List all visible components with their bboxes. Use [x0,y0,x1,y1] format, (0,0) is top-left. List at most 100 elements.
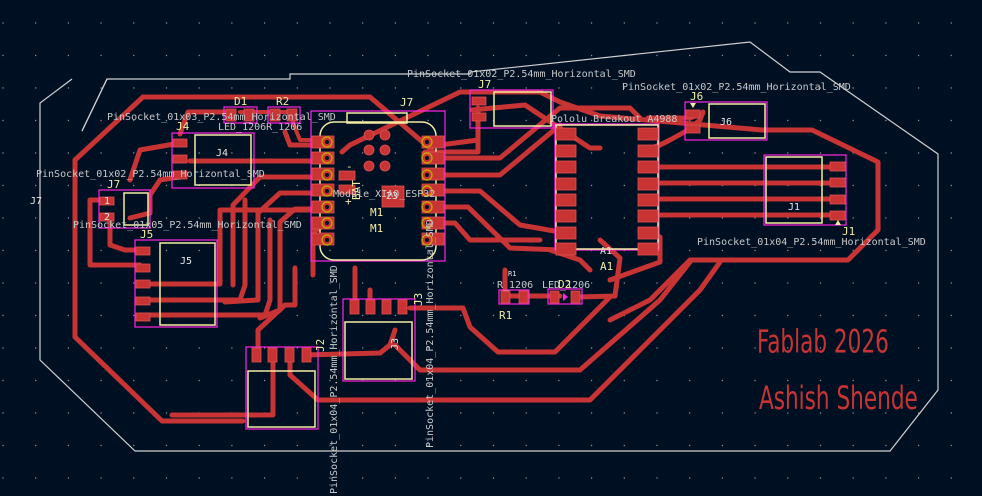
grid-dot [460,249,462,252]
grid-dot [231,87,233,89]
grid-dot [35,54,37,57]
grid-dot [67,412,70,414]
grid-dot [2,184,4,187]
footprint-J1[interactable]: J1 J1 [763,154,855,238]
grid-dot [165,152,168,154]
j7-left-pin1: 1 [104,196,110,207]
grid-dot [885,119,887,122]
grid-dot [885,54,887,57]
grid-dot [492,22,495,24]
grid-dot [198,54,200,57]
footprint-J3[interactable]: J3 J3 [342,293,425,382]
grid-dot [165,22,168,24]
footprint-R1[interactable]: R1 R_1206 R1 [497,270,533,322]
grid-dot [460,217,462,219]
grid-dot [362,22,364,24]
j6-body-label: J6 [720,117,732,128]
grid-dot [231,477,233,479]
footprint-J6[interactable]: J6 J6 [684,90,768,141]
grid-dot [460,282,462,284]
footprint-J7-left[interactable]: 1 2 J7 [98,178,151,229]
grid-dot [656,22,658,24]
grid-dot [917,282,920,284]
grid-dot [787,314,789,317]
grid-dot [819,119,822,122]
j1-body-label: J1 [788,202,800,213]
grid-dot [165,379,168,382]
grid-dot [950,282,952,284]
m1-ref2: M1 [370,222,383,235]
j7-left-pin2: 2 [104,212,110,223]
grid-dot [656,477,658,479]
grid-dot [231,379,233,382]
grid-dot [885,249,887,252]
footprint-D1[interactable]: D1 LED_1206R_1206 [218,95,302,133]
footprint-J4[interactable]: J4 J4 [171,120,255,189]
grid-dot [787,249,789,252]
footprint-J2[interactable]: J2 [245,339,327,430]
grid-dot [394,444,397,447]
grid-dot [460,119,462,122]
grid-dot [689,152,691,154]
grid-dot [819,22,822,24]
footprint-J5[interactable]: J5 J5 [134,228,218,328]
grid-dot [950,347,952,349]
grid-dot [525,444,527,447]
grid-dot [689,87,691,89]
grid-dot [754,444,756,447]
grid-dot [656,87,658,89]
grid-dot [623,22,625,24]
grid-dot [950,477,952,479]
grid-dot [754,217,756,219]
grid-dot [525,87,527,89]
grid-dot [133,412,135,414]
grid-dot [35,249,37,252]
grid-dot [819,477,822,479]
grid-dot [231,54,233,57]
grid-dot [427,347,429,349]
grid-dot [623,412,625,414]
grid-dot [754,87,756,89]
grid-dot [35,444,37,447]
grid-dot [329,249,331,252]
m1-bat-label: BAT [350,180,363,200]
grid-dot [165,444,168,447]
footprint-A1[interactable]: A1 A1 [554,123,660,273]
grid-dot [2,477,4,479]
grid-dot [100,22,102,24]
grid-dot [460,22,462,24]
grid-dot [590,282,593,284]
grid-dot [460,54,462,57]
j6-value: PinSocket_01x02_P2.54mm_Horizontal_SMD [622,82,851,93]
grid-dot [917,444,920,447]
grid-dot [100,477,102,479]
grid-dot [2,314,4,317]
footprint-M1[interactable]: 23 BAT + - Module_XIAO_ESP32 M1 M1 J7 [310,96,446,262]
grid-dot [2,54,4,57]
grid-dot [133,87,135,89]
grid-dot [623,347,625,349]
grid-dot [852,87,854,89]
grid-dot [198,87,200,89]
grid-dot [819,314,822,317]
footprint-R2[interactable]: R2 [267,95,301,124]
grid-dot [296,477,298,479]
grid-dot [35,87,37,89]
grid-dot [427,412,429,414]
grid-dot [165,217,168,219]
grid-dot [885,379,887,382]
grid-dot [492,249,495,252]
grid-dot [623,444,625,447]
grid-dot [590,412,593,414]
grid-dot [394,412,397,414]
grid-dot [689,314,691,317]
footprint-J7-top[interactable]: J7 [469,78,554,129]
grid-dot [263,87,266,89]
grid-dot [689,379,691,382]
grid-dot [721,347,724,349]
m1-minus: - [346,160,353,173]
grid-dot [198,477,200,479]
grid-dot [133,22,135,24]
footprint-D2[interactable]: LED_1206 D2 [542,278,590,305]
